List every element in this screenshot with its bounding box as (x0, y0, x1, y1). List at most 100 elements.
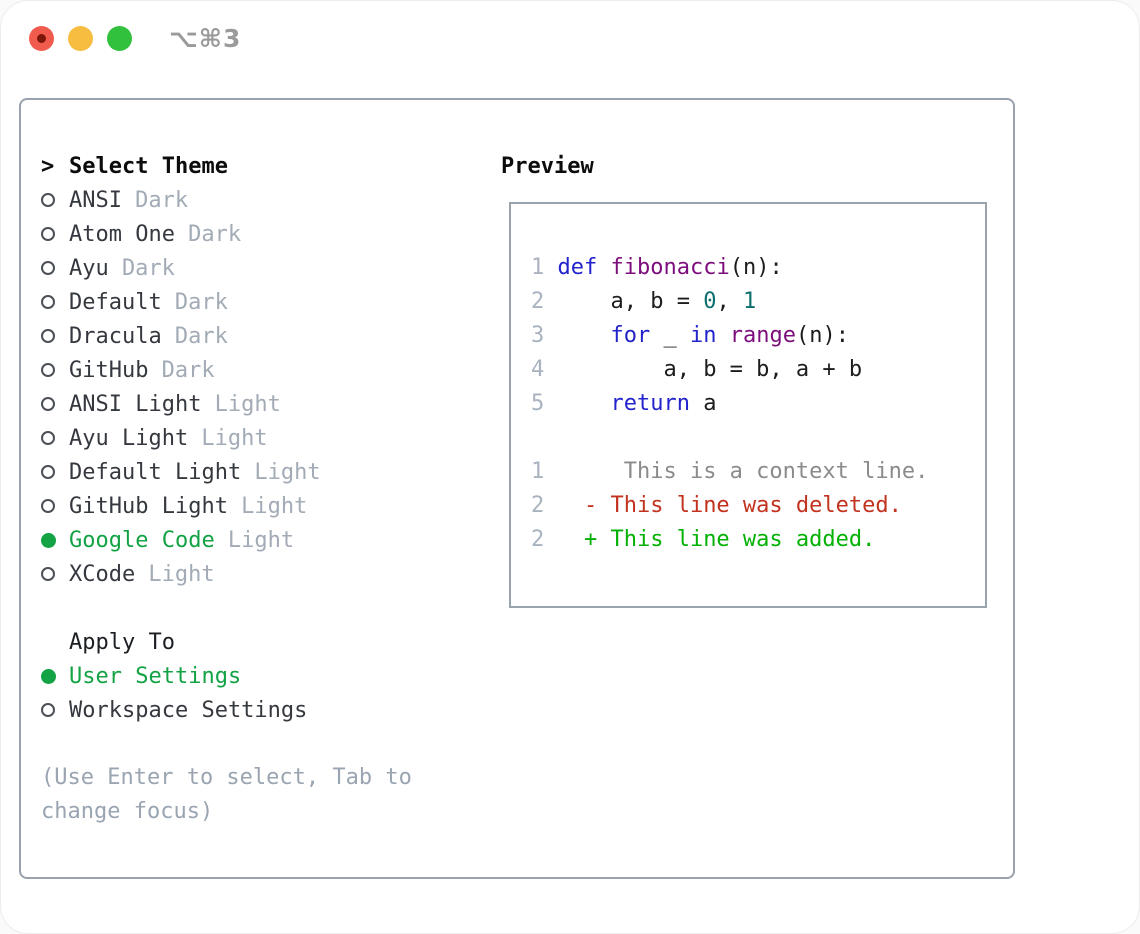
line-number: 3 (531, 323, 545, 348)
theme-name: GitHub Light (69, 493, 228, 519)
radio-icon (41, 431, 55, 445)
code-token: a (689, 391, 717, 416)
radio-icon (41, 703, 55, 717)
radio-marker (41, 703, 69, 717)
theme-variant: Light (201, 425, 268, 451)
minimize-button[interactable] (68, 26, 93, 51)
radio-icon (41, 363, 55, 377)
apply-to-header: Apply To (41, 625, 491, 659)
line-number: 2 (531, 527, 545, 552)
theme-variant: Light (254, 459, 321, 485)
diff-line-added: 2 + This line was added. (531, 523, 928, 557)
code-token: in (689, 323, 717, 348)
code-token (544, 255, 557, 280)
theme-name: Atom One (69, 221, 175, 247)
title-bar: ⌥⌘3 (1, 1, 1139, 73)
window-title: ⌥⌘3 (169, 24, 242, 53)
radio-marker (41, 329, 69, 343)
code-token: , (716, 289, 743, 314)
spacer (41, 591, 491, 625)
code-token: (n): (795, 323, 849, 348)
line-number: 4 (531, 357, 545, 382)
select-theme-header: > Select Theme (41, 149, 491, 183)
code-token: def (557, 255, 598, 280)
code-line: 5 return a (531, 387, 928, 421)
radio-icon (41, 329, 55, 343)
apply-option-label: User Settings (69, 663, 242, 689)
apply-option-user-settings[interactable]: User Settings (41, 659, 491, 693)
radio-icon (41, 295, 55, 309)
preview-diff: 1 This is a context line.2 - This line w… (531, 455, 928, 557)
radio-icon (41, 567, 55, 581)
theme-name: Ayu Light (69, 425, 189, 451)
code-token (544, 323, 610, 348)
help-text: (Use Enter to select, Tab to change focu… (41, 765, 412, 824)
diff-text: - This line was deleted. (544, 493, 902, 518)
code-token: return (610, 391, 690, 416)
theme-option-ayu-light[interactable]: Ayu Light Light (41, 421, 491, 455)
radio-marker (41, 465, 69, 479)
code-token: a, b = b, a + b (544, 357, 863, 382)
code-token (544, 391, 610, 416)
theme-option-xcode[interactable]: XCode Light (41, 557, 491, 591)
code-token (716, 323, 729, 348)
radio-selected-icon (41, 532, 56, 548)
radio-marker (41, 499, 69, 513)
apply-option-label: Workspace Settings (69, 697, 308, 723)
theme-name: XCode (69, 561, 136, 587)
theme-name: ANSI (69, 187, 122, 213)
theme-name: Dracula (69, 323, 162, 349)
line-number: 2 (531, 289, 545, 314)
theme-option-atom-one[interactable]: Atom One Dark (41, 217, 491, 251)
apply-to-title: Apply To (69, 629, 175, 655)
radio-marker (41, 193, 69, 207)
close-button[interactable] (29, 26, 54, 51)
diff-text: This is a context line. (544, 459, 929, 484)
line-number: 1 (531, 459, 545, 484)
diff-line-deleted: 2 - This line was deleted. (531, 489, 928, 523)
theme-variant: Dark (174, 289, 228, 315)
zoom-button[interactable] (107, 26, 132, 51)
theme-variant: Dark (188, 221, 242, 247)
theme-variant: Light (214, 391, 281, 417)
theme-variant: Light (227, 527, 295, 553)
code-token: for (610, 323, 651, 348)
code-line: 3 for _ in range(n): (531, 319, 928, 353)
theme-variant: Dark (121, 255, 175, 281)
code-token: fibonacci (610, 255, 730, 280)
apply-option-workspace-settings[interactable]: Workspace Settings (41, 693, 491, 727)
code-line: 1 def fibonacci(n): (531, 251, 928, 285)
theme-variant: Dark (161, 357, 215, 383)
theme-name: ANSI Light (69, 391, 202, 417)
theme-option-github[interactable]: GitHub Dark (41, 353, 491, 387)
code-line: 2 a, b = 0, 1 (531, 285, 928, 319)
diff-text: + This line was added. (544, 527, 876, 552)
line-number: 2 (531, 493, 545, 518)
theme-name: GitHub (69, 357, 149, 383)
spacer (41, 727, 491, 761)
code-line: 4 a, b = b, a + b (531, 353, 928, 387)
radio-marker (41, 397, 69, 411)
radio-icon (41, 465, 55, 479)
diff-line-context: 1 This is a context line. (531, 455, 928, 489)
radio-icon (41, 193, 55, 207)
theme-variant: Light (148, 561, 215, 587)
theme-option-github-light[interactable]: GitHub Light Light (41, 489, 491, 523)
theme-option-ansi-light[interactable]: ANSI Light Light (41, 387, 491, 421)
theme-variant: Light (241, 493, 308, 519)
radio-marker (41, 261, 69, 275)
radio-marker (41, 227, 69, 241)
